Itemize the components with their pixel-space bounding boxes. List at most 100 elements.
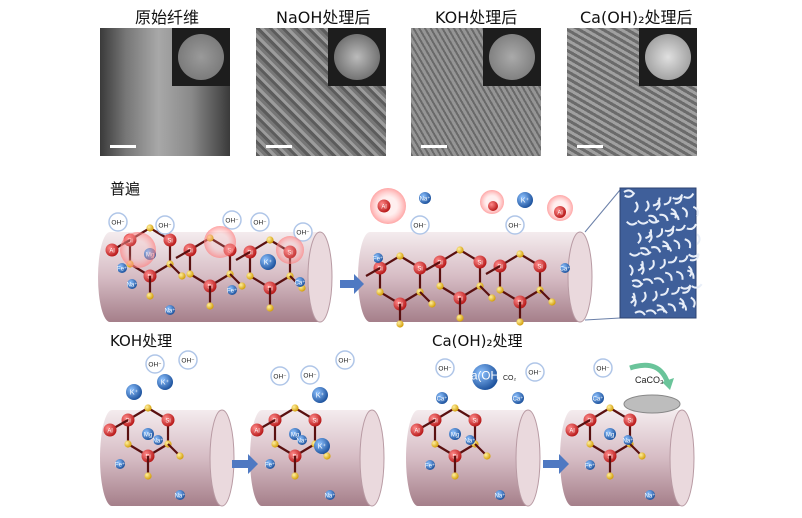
nanosheet-flake — [651, 290, 658, 302]
nanosheet-flake — [648, 259, 655, 271]
nanosheet-flake — [644, 200, 650, 212]
aluminium-atom: Al — [105, 243, 119, 257]
svg-text:OH⁻: OH⁻ — [413, 223, 427, 230]
nanosheet-flake — [660, 287, 669, 296]
hydroxide-ion: OH⁻ — [335, 350, 355, 370]
oxygen-atom — [186, 270, 194, 278]
nanosheet-flake — [687, 265, 693, 277]
silicon-atom — [488, 201, 498, 211]
section-caoh2: Ca(OH)₂处理 — [432, 332, 523, 350]
nanosheet-flake — [624, 192, 636, 198]
svg-text:OH⁻: OH⁻ — [508, 223, 522, 230]
ion-sphere: Ca⁺ — [295, 277, 305, 287]
nanosheet-flake — [648, 218, 660, 224]
aluminium-atom: Al — [250, 423, 264, 437]
svg-text:Si: Si — [627, 419, 632, 425]
bond — [485, 265, 501, 275]
nanosheet-flake — [648, 231, 653, 243]
nanosheet-flake — [656, 228, 664, 238]
ion-sphere: Ca⁺ — [436, 392, 448, 404]
nanosheet-flake — [637, 219, 649, 225]
nanosheet-flake — [671, 286, 681, 295]
nanosheet-flake — [667, 303, 677, 312]
hydroxide-ion: OH⁻ — [410, 215, 430, 235]
ion-sphere: Na⁺ — [175, 490, 185, 500]
process-arrow — [543, 454, 569, 474]
svg-text:Fe⁺: Fe⁺ — [227, 288, 237, 295]
nanosheet-flake — [645, 309, 657, 315]
svg-text:Si: Si — [537, 265, 542, 271]
svg-text:OH⁻: OH⁻ — [438, 366, 452, 373]
bond — [113, 419, 129, 429]
reaction-halo — [276, 236, 304, 264]
nanosheet-flake — [691, 283, 703, 289]
cross-section-inset — [328, 28, 386, 86]
nanosheet-flake — [665, 271, 673, 281]
svg-text:OH⁻: OH⁻ — [303, 373, 317, 380]
silicon-atom: Si — [473, 255, 487, 269]
svg-text:OH⁻: OH⁻ — [181, 358, 195, 365]
hydroxide-ion: OH⁻ — [270, 366, 290, 386]
svg-text:Na⁺: Na⁺ — [495, 493, 506, 500]
svg-text:OH⁻: OH⁻ — [158, 223, 172, 230]
ion-sphere: Fe⁺ — [585, 460, 595, 470]
svg-text:OH⁻: OH⁻ — [338, 358, 352, 365]
panel-title-original: 原始纤维 — [135, 8, 200, 27]
svg-text:OH⁻: OH⁻ — [253, 220, 267, 227]
ion-sphere: Fe⁺ — [227, 285, 237, 295]
nanosheet-flake — [696, 233, 701, 246]
svg-text:Na⁺: Na⁺ — [420, 196, 431, 203]
ion-sphere: Na⁺ — [419, 192, 431, 204]
svg-text:Fe⁺: Fe⁺ — [425, 463, 435, 470]
svg-text:Al: Al — [107, 429, 112, 435]
bond — [260, 419, 276, 429]
aluminium-atom: Al — [565, 423, 579, 437]
svg-text:Si: Si — [247, 251, 252, 257]
panel-title-naoh: NaOH处理后 — [276, 8, 371, 27]
svg-text:Ca⁺: Ca⁺ — [593, 396, 604, 403]
ion-sphere: K⁺ — [314, 438, 330, 454]
oxygen-atom — [376, 288, 384, 296]
reaction-halo — [204, 226, 236, 258]
nanosheet-flake — [652, 197, 661, 207]
svg-text:Na⁺: Na⁺ — [165, 308, 176, 315]
ion-sphere: Ca⁺ — [592, 392, 604, 404]
aluminium-atom: Al — [410, 423, 424, 437]
ion-sphere: Fe⁺ — [373, 253, 383, 263]
nanosheet-flake — [692, 205, 699, 217]
svg-text:Si: Si — [187, 249, 192, 255]
fiber-cylinder — [560, 409, 695, 507]
process-arrow — [232, 454, 258, 474]
hydroxide-ion: OH⁻ — [108, 212, 128, 232]
nanosheet-flake — [628, 252, 641, 257]
oxygen-atom — [451, 472, 459, 480]
nanosheet-flake — [689, 254, 700, 262]
svg-text:Si: Si — [167, 239, 172, 245]
bond — [365, 267, 381, 277]
reaction-halo — [120, 232, 156, 268]
nanosheet-flake — [661, 245, 673, 252]
ion-sphere: Mg — [142, 428, 154, 440]
silicon-atom: Si — [121, 413, 135, 427]
svg-text:Fe⁺: Fe⁺ — [373, 256, 383, 263]
svg-text:K⁺: K⁺ — [521, 196, 530, 205]
ion-sphere: Na⁺ — [645, 490, 655, 500]
ion-sphere: Na⁺ — [325, 490, 335, 500]
fiber-cylinder — [358, 231, 593, 323]
precipitation-arrow — [629, 362, 671, 385]
svg-text:OH⁻: OH⁻ — [148, 362, 162, 369]
hydroxide-ion: OH⁻ — [145, 354, 165, 374]
nanosheet-flake — [659, 213, 669, 222]
svg-text:Fe⁺: Fe⁺ — [585, 463, 595, 470]
svg-text:OH⁻: OH⁻ — [225, 218, 239, 225]
nanosheet-flake — [662, 240, 670, 251]
svg-text:Ca⁺: Ca⁺ — [513, 396, 524, 403]
oxygen-atom — [516, 250, 524, 258]
bond — [175, 249, 191, 259]
nanosheet-flake — [670, 207, 677, 219]
svg-text:K⁺: K⁺ — [130, 388, 139, 397]
caoh2-sphere: Ca(OH)₂ — [463, 364, 507, 390]
nanosheet-flake — [633, 201, 639, 213]
bond — [425, 261, 441, 271]
